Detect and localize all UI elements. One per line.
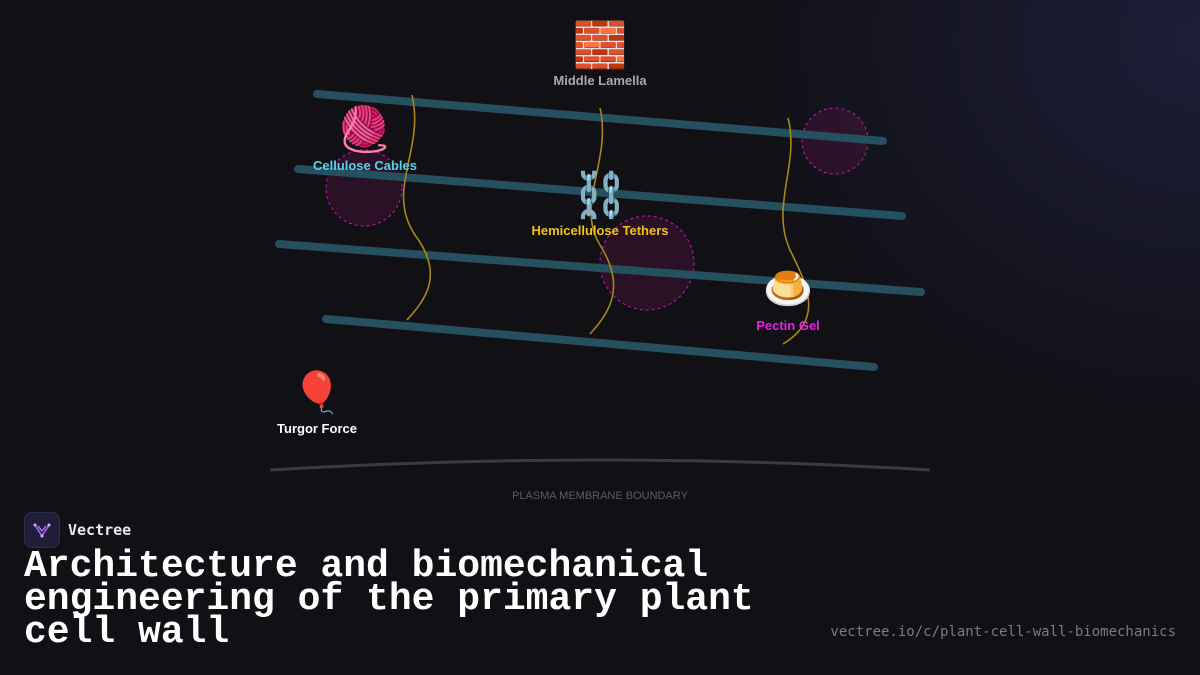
pudding-icon: 🍮: [763, 266, 813, 312]
hemicellulose-tether: [402, 94, 432, 321]
hemicellulose-tether: [782, 117, 810, 345]
page-title: Architecture and biomechanical engineeri…: [24, 545, 754, 654]
middle-lamella-label: Middle Lamella: [553, 73, 647, 88]
brick-icon: 🧱: [573, 20, 628, 71]
cell-wall-diagram: 🧱 🧶 ⛓️ 🍮 🎈 Middle Lamella Cellulose Cabl…: [269, 20, 931, 502]
pectin-gel-label: Pectin Gel: [756, 318, 820, 333]
hemicellulose-tethers-label: Hemicellulose Tethers: [531, 223, 668, 238]
cellulose-cable: [322, 315, 878, 371]
chain-icon: ⛓️: [573, 170, 628, 221]
pectin-gel-blob: [599, 215, 695, 311]
turgor-force-label: Turgor Force: [277, 421, 357, 436]
cellulose-cable: [294, 165, 906, 220]
brand: Vectree: [24, 512, 131, 548]
vectree-logo-icon: [24, 512, 60, 548]
cellulose-cable: [275, 240, 925, 296]
cellulose-cables-label: Cellulose Cables: [313, 158, 417, 173]
hemicellulose-tether: [589, 107, 615, 335]
plasma-membrane-line: [269, 458, 931, 472]
source-url[interactable]: vectree.io/c/plant-cell-wall-biomechanic…: [830, 624, 1176, 640]
cellulose-cable: [313, 90, 887, 145]
brand-name: Vectree: [68, 521, 132, 539]
balloon-icon: 🎈: [292, 368, 342, 416]
plasma-membrane-label: PLASMA MEMBRANE BOUNDARY: [512, 490, 689, 502]
yarn-icon: 🧶: [337, 104, 392, 155]
